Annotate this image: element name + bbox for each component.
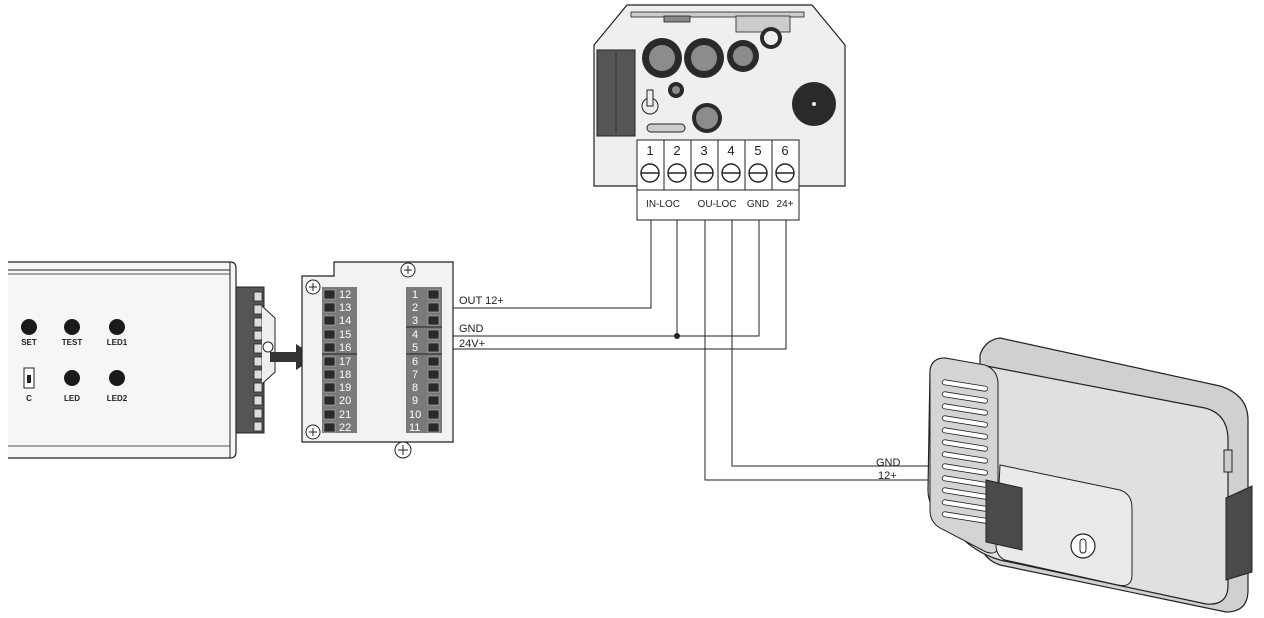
test-button[interactable] (64, 319, 80, 335)
set-label: SET (21, 338, 37, 347)
wire-junction (674, 333, 680, 339)
pin-4: 4 (412, 329, 418, 341)
pin-17: 17 (339, 356, 351, 368)
label-lock-12: 12+ (878, 470, 897, 482)
terminal-label-in-loc: IN-LOC (646, 199, 680, 210)
label-lock-gnd: GND (876, 457, 901, 469)
wire-gnd-to-gnd (440, 220, 760, 337)
terminal-label-ou-loc: OU-LOC (698, 199, 737, 210)
pin-12: 12 (339, 289, 351, 301)
lock-latch (985, 479, 1023, 551)
pin-13: 13 (339, 302, 351, 314)
led1-label: LED1 (107, 338, 128, 347)
pin-8: 8 (412, 382, 418, 394)
pin-16: 16 (339, 342, 351, 354)
led2-label: LED2 (107, 394, 128, 403)
pin-20: 20 (339, 395, 351, 407)
detector-housing (8, 261, 276, 459)
led1-indicator (109, 319, 125, 335)
pin-18: 18 (339, 369, 351, 381)
terminal-number-5: 5 (754, 143, 761, 158)
wire-lock-12 (704, 220, 930, 481)
terminal-number-1: 1 (646, 143, 653, 158)
pin-9: 9 (412, 395, 418, 407)
pin-3: 3 (412, 315, 418, 327)
led-label: LED (64, 394, 80, 403)
pin-11: 11 (409, 422, 420, 434)
pin-14: 14 (339, 315, 351, 327)
c-label: C (26, 394, 32, 403)
terminal-label-24plus: 24+ (777, 199, 794, 210)
wire-lock-gnd (731, 220, 930, 467)
pin-15: 15 (339, 329, 351, 341)
test-label: TEST (62, 338, 83, 347)
label-out12: OUT 12+ (459, 295, 504, 307)
pin-5: 5 (412, 342, 418, 354)
lock-vents (941, 379, 989, 524)
terminal-number-2: 2 (673, 143, 680, 158)
terminal-number-6: 6 (781, 143, 788, 158)
led-indicator (64, 370, 80, 386)
pin-7: 7 (412, 369, 418, 381)
pin-10: 10 (409, 409, 421, 421)
pin-22: 22 (339, 422, 351, 434)
terminal-number-3: 3 (700, 143, 707, 158)
controller-board: 1 2 3 4 5 6 IN-LOC OU-LOC GND 24+ (593, 4, 846, 221)
terminal-number-4: 4 (727, 143, 734, 158)
terminal-label-gnd: GND (747, 199, 769, 210)
electric-lock (927, 337, 1253, 613)
detector-controls: SET TEST LED1 C LED LED2 (21, 319, 128, 403)
label-24v: 24V+ (459, 338, 485, 350)
set-button[interactable] (21, 319, 37, 335)
terminal-block: 12 13 14 15 16 17 18 19 20 21 22 1 2 3 4… (301, 261, 454, 459)
wire-24v-to-24plus (440, 220, 787, 350)
pin-21: 21 (339, 409, 351, 421)
screw-icon (305, 262, 416, 459)
pin-19: 19 (339, 382, 351, 394)
wires (440, 220, 930, 481)
label-gnd: GND (459, 323, 484, 335)
led2-indicator (109, 370, 125, 386)
pin-1: 1 (412, 289, 418, 301)
wire-out12-to-in-loc (440, 220, 652, 309)
terminal-screws (640, 163, 795, 183)
pin-2: 2 (412, 302, 418, 314)
pin-6: 6 (412, 356, 418, 368)
